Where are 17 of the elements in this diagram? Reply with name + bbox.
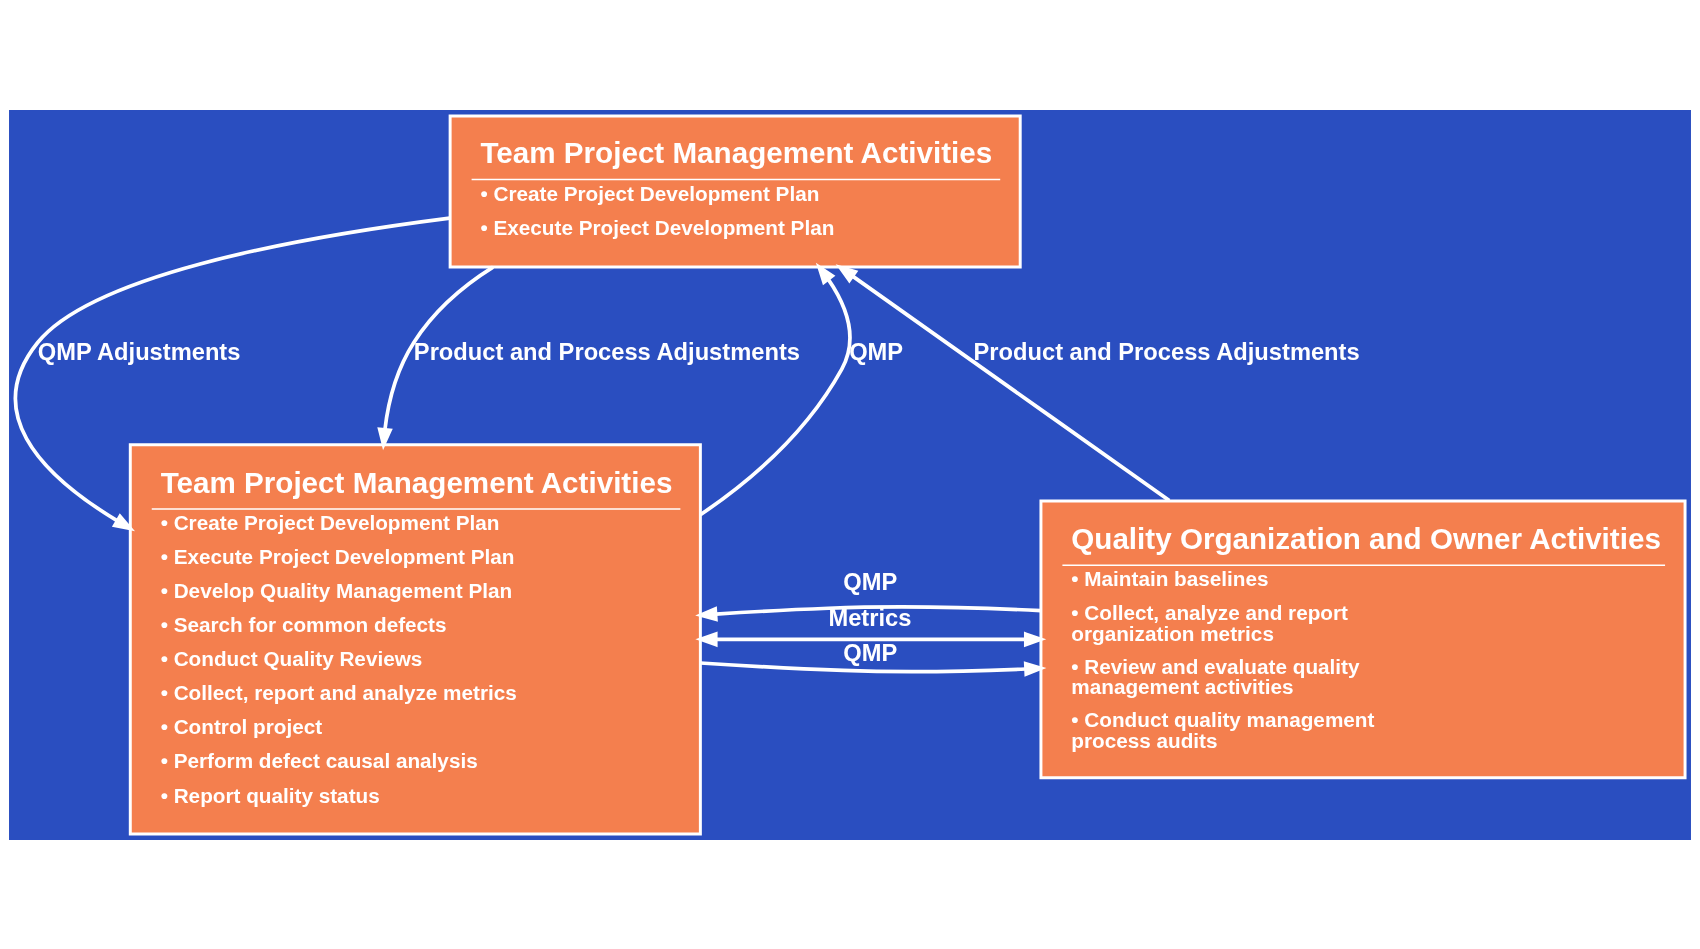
edge-label: Metrics: [828, 604, 912, 631]
edge-label: QMP: [849, 338, 904, 365]
arrow: [700, 660, 1047, 677]
arrow: [695, 631, 1047, 647]
edge-label: QMP: [843, 639, 898, 666]
arrow: [835, 263, 1171, 502]
arrow: [699, 262, 852, 516]
arrow: [13, 215, 450, 531]
edge-label: QMP: [843, 568, 898, 595]
node-box: Team Project Management Activities • Create Project Development Plan • Execute Project Development Plan • Develop Quality Management Plan • Search for common defects • Conduct Quality Reviews • Collect, report and analyze metrics • Control project • Perform defect causal analysis • Report quality status: [128, 442, 702, 836]
arrow: [695, 604, 1041, 622]
edge-label: Product and Process Adjustments: [413, 338, 800, 365]
arrow: [377, 265, 495, 450]
node-box: Quality Organization and Owner Activities • Maintain baselines • Collect, analyze and report organization metrics • Review and evaluate quality management activities • Conduct quality management process audits: [1039, 498, 1687, 779]
edge-label: Product and Process Adjustments: [973, 338, 1360, 365]
edge-label: QMP Adjustments: [37, 338, 241, 365]
node-box: Team Project Management Activities • Create Project Development Plan • Execute Project Development Plan: [448, 113, 1022, 268]
